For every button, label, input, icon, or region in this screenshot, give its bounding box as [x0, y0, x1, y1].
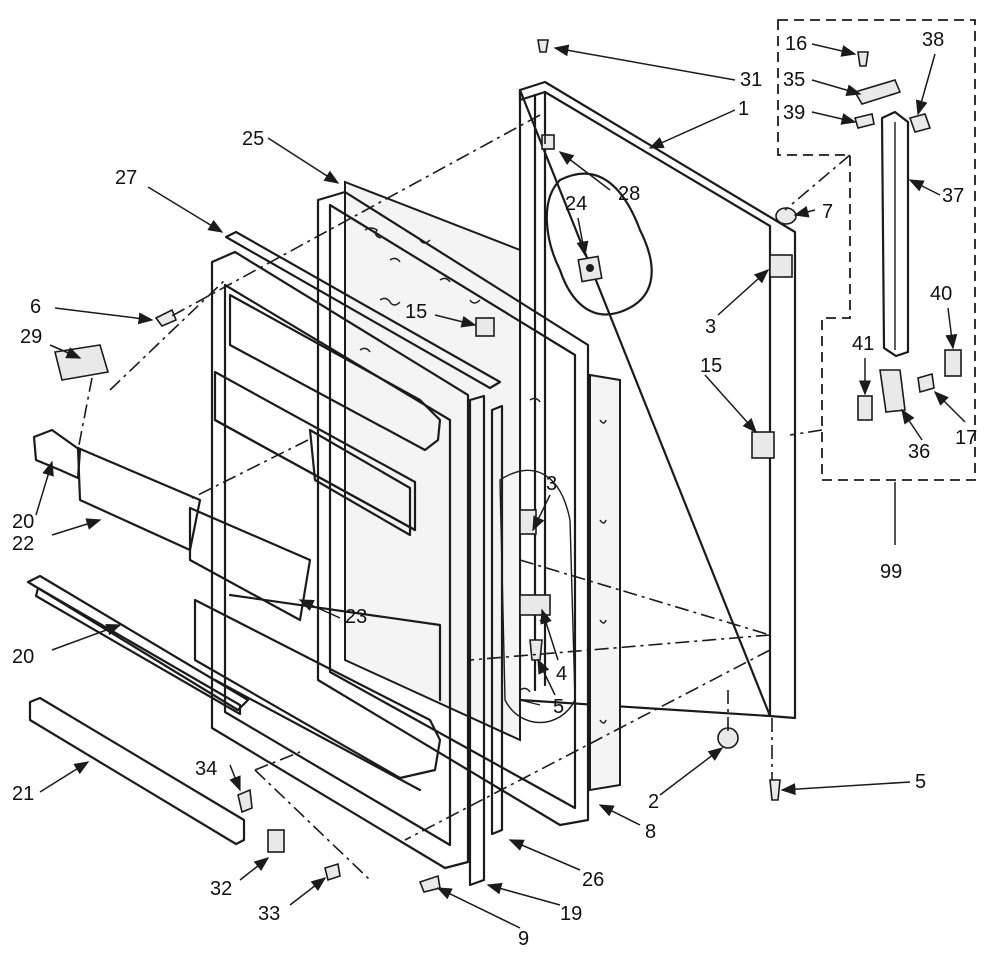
gasket — [468, 394, 504, 887]
callout-32: 32 — [210, 878, 232, 900]
callout-99: 99 — [880, 561, 902, 583]
cutaway-area — [545, 172, 653, 316]
callout-5-right: 5 — [915, 771, 926, 793]
callout-6: 6 — [30, 296, 41, 318]
callout-4: 4 — [556, 663, 567, 685]
callout-34: 34 — [195, 758, 217, 780]
callout-41: 41 — [852, 333, 874, 355]
callout-16: 16 — [785, 33, 807, 55]
hinge-parts — [537, 39, 797, 801]
callout-27: 27 — [115, 167, 137, 189]
callout-9: 9 — [518, 928, 529, 950]
callout-3-lower: 3 — [546, 473, 557, 495]
construction-lines — [77, 114, 851, 881]
callout-20-upper: 20 — [12, 511, 34, 533]
callout-31: 31 — [740, 69, 762, 91]
callout-40: 40 — [930, 283, 952, 305]
callout-22: 22 — [12, 533, 34, 555]
callout-39: 39 — [783, 102, 805, 124]
callout-8: 8 — [645, 821, 656, 843]
leader-lines — [35, 43, 966, 929]
callout-33: 33 — [258, 903, 280, 925]
callout-21: 21 — [12, 783, 34, 805]
callout-26: 26 — [582, 869, 604, 891]
callout-25: 25 — [242, 128, 264, 150]
callout-15-right: 15 — [700, 355, 722, 377]
callout-38: 38 — [922, 29, 944, 51]
shelf-bars — [26, 428, 312, 846]
top-trim — [224, 230, 502, 390]
callout-23: 23 — [345, 606, 367, 628]
callout-20-lower: 20 — [12, 646, 34, 668]
callout-35: 35 — [783, 69, 805, 91]
callout-19: 19 — [560, 903, 582, 925]
callout-1: 1 — [738, 98, 749, 120]
callout-37: 37 — [942, 185, 964, 207]
callout-5-center: 5 — [553, 696, 564, 718]
outer-door-panel — [518, 80, 797, 720]
callout-29: 29 — [20, 326, 42, 348]
callout-15-left: 15 — [405, 301, 427, 323]
callout-labels: 1 2 3 3 4 5 5 6 7 8 9 15 15 16 17 19 20 … — [12, 29, 977, 950]
callout-7: 7 — [822, 201, 833, 223]
handle-kit — [777, 19, 976, 481]
callout-36: 36 — [908, 441, 930, 463]
callout-28: 28 — [618, 183, 640, 205]
callout-17: 17 — [955, 427, 977, 449]
callout-2: 2 — [648, 791, 659, 813]
callout-3-upper: 3 — [705, 316, 716, 338]
door-frame — [316, 190, 590, 827]
callout-24: 24 — [565, 193, 587, 215]
